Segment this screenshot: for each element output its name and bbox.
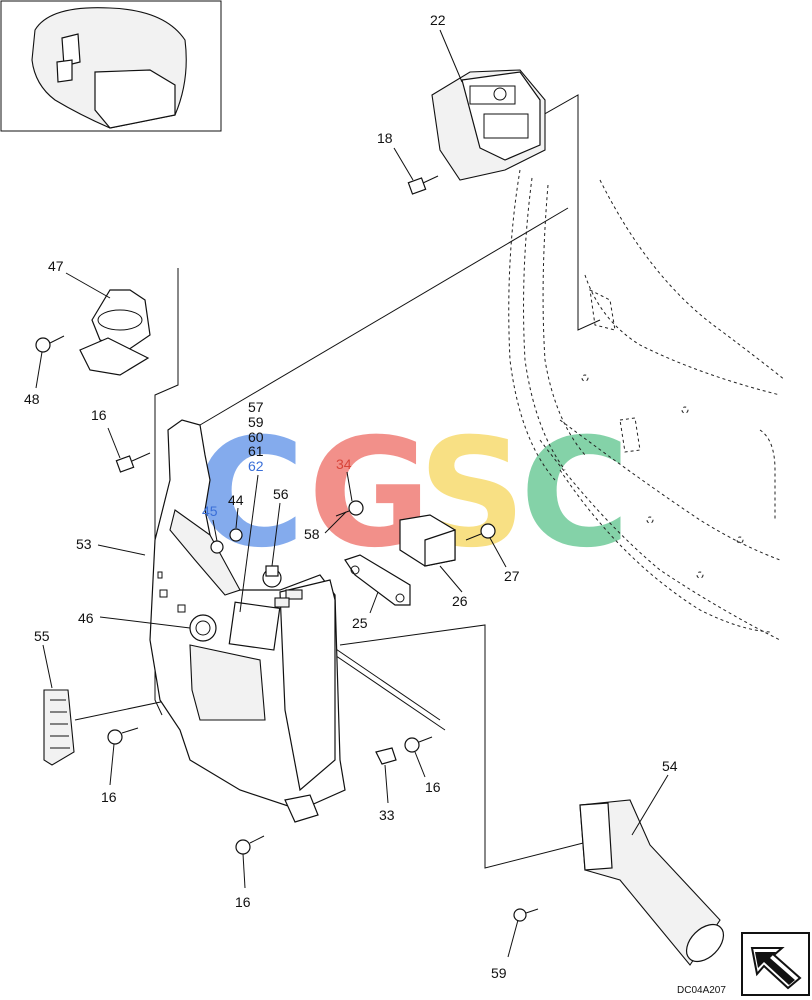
callout-45: 45	[202, 503, 218, 519]
callout-61: 61	[248, 443, 264, 459]
part-34-bolt	[335, 500, 364, 517]
part-48-screw	[35, 335, 65, 353]
callout-48: 48	[24, 391, 40, 407]
watermark-letter-c2: C	[520, 407, 630, 581]
part-45-grommet	[210, 540, 224, 554]
callout-62: 62	[248, 458, 264, 474]
callout-34: 34	[336, 456, 352, 472]
callout-59-lower: 59	[491, 965, 507, 981]
callout-58: 58	[304, 526, 320, 542]
part-16-bolt-upper	[115, 452, 151, 473]
part-16-bolt-bottom	[235, 835, 265, 855]
callout-26: 26	[452, 593, 468, 609]
callout-16-bottom: 16	[235, 894, 251, 910]
part-44-nut	[229, 528, 243, 542]
leader-lines	[35, 29, 669, 958]
callout-25: 25	[352, 615, 368, 631]
callout-57: 57	[248, 399, 264, 415]
callout-55: 55	[34, 628, 50, 644]
exit-arrow-icon[interactable]	[741, 932, 810, 996]
callout-16-right: 16	[425, 779, 441, 795]
callout-54: 54	[662, 758, 678, 774]
part-27-bolt	[465, 523, 496, 541]
diagram-code: DC04A207	[677, 985, 726, 996]
part-55-vent	[43, 689, 75, 766]
part-18-bolt	[407, 175, 439, 195]
callout-16-left: 16	[101, 789, 117, 805]
callout-53: 53	[76, 536, 92, 552]
callout-16-upper: 16	[91, 407, 107, 423]
part-22-monitor	[431, 69, 546, 181]
callout-59-upper: 59	[248, 414, 264, 430]
callout-27: 27	[504, 568, 520, 584]
watermark: C G S C	[195, 407, 630, 581]
part-56-switch	[262, 565, 303, 608]
inset-view	[0, 0, 222, 132]
part-47-cup-holder	[79, 289, 151, 376]
mount-bracket	[284, 794, 319, 823]
part-26-relay	[399, 514, 456, 567]
cab-structure-outline	[508, 169, 786, 641]
callout-60: 60	[248, 429, 264, 445]
callout-22: 22	[430, 12, 446, 28]
part-16-bolt-right	[404, 736, 433, 753]
part-33-clip	[375, 747, 397, 765]
callout-33: 33	[379, 807, 395, 823]
part-54-duct	[513, 799, 725, 966]
callouts: 22 18 47 48 16 57 59 60 61 62 34 44 45 5…	[24, 12, 678, 981]
callout-56: 56	[273, 486, 289, 502]
callout-44: 44	[228, 492, 244, 508]
callout-18: 18	[377, 130, 393, 146]
part-25-bracket	[344, 554, 411, 606]
callout-47: 47	[48, 258, 64, 274]
part-16-bolt-left	[107, 727, 139, 745]
part-53-side-panel	[149, 419, 346, 811]
callout-46: 46	[78, 610, 94, 626]
